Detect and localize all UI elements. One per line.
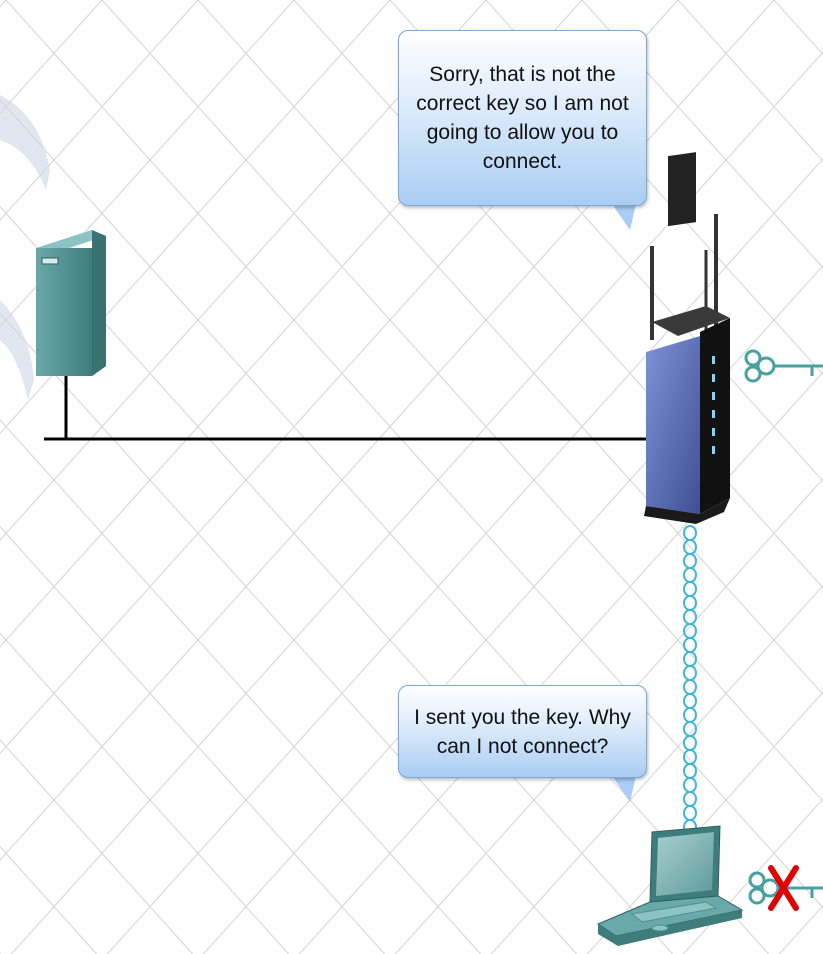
router-speech-bubble: Sorry, that is not the correct key so I … <box>398 30 647 206</box>
router-bubble-tail <box>612 204 636 230</box>
laptop-bubble-tail <box>612 776 636 802</box>
key-icon <box>746 351 823 381</box>
rejected-key-icon <box>750 868 823 908</box>
wireless-link <box>684 526 696 834</box>
laptop-speech-bubble: I sent you the key. Why can I not connec… <box>398 685 647 778</box>
server-icon <box>36 230 106 376</box>
laptop-icon <box>598 826 742 946</box>
wireless-router-icon <box>644 152 730 524</box>
